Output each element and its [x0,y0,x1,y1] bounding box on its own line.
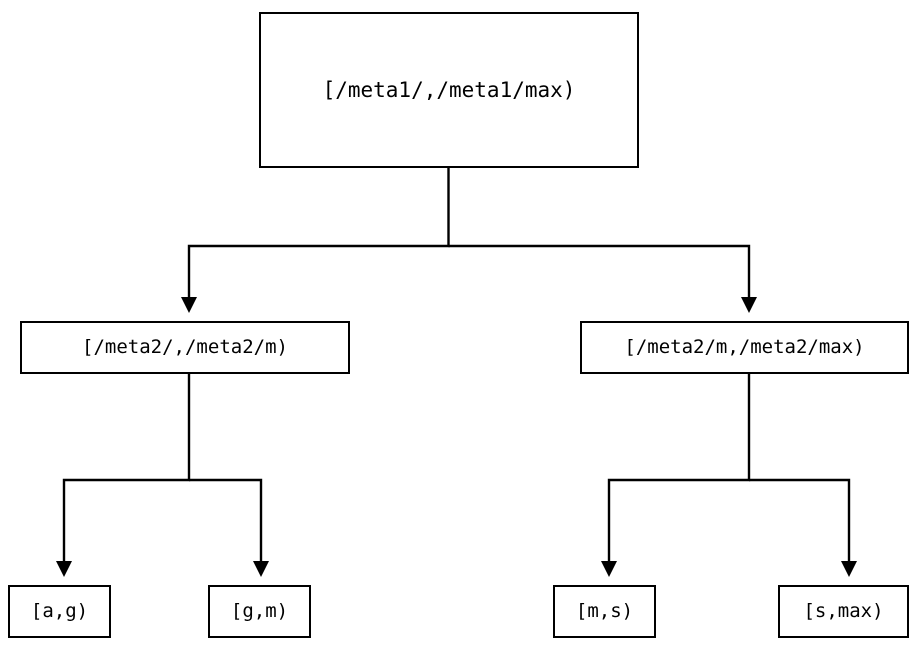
arrow-head-icon [741,297,757,313]
tree-node-leaf-gm-label: [g,m) [230,600,289,622]
arrow-head-icon [181,297,197,313]
tree-node-leaf-ag-label: [a,g) [30,600,89,622]
tree-node-root-label: [/meta1/,/meta1/max) [322,77,576,102]
edge-path [187,168,450,297]
arrow-head-icon [841,561,857,577]
edge-root-to-mid-left [181,168,450,313]
edge-path [749,478,851,561]
edge-path [448,244,751,297]
edge-path [189,478,263,561]
tree-node-leaf-gm[interactable]: [g,m) [208,585,311,638]
edge-mid-right-to-leaf-ms [601,374,751,577]
tree-node-root[interactable]: [/meta1/,/meta1/max) [259,12,639,168]
tree-node-leaf-smax[interactable]: [s,max) [778,585,909,638]
tree-node-mid-left-label: [/meta2/,/meta2/m) [82,336,288,358]
arrow-head-icon [56,561,72,577]
tree-node-mid-right-label: [/meta2/m,/meta2/max) [624,336,865,358]
edge-path [607,374,751,561]
tree-node-mid-left[interactable]: [/meta2/,/meta2/m) [20,321,350,374]
edge-path [62,374,191,561]
arrow-head-icon [253,561,269,577]
tree-node-mid-right[interactable]: [/meta2/m,/meta2/max) [580,321,909,374]
tree-node-leaf-smax-label: [s,max) [803,600,884,622]
tree-node-leaf-ms-label: [m,s) [575,600,634,622]
edge-root-to-mid-right [448,244,757,313]
edge-mid-left-to-leaf-gm [189,478,269,577]
arrow-head-icon [601,561,617,577]
edge-mid-left-to-leaf-ag [56,374,191,577]
tree-node-leaf-ms[interactable]: [m,s) [553,585,656,638]
edge-mid-right-to-leaf-smax [749,478,857,577]
tree-node-leaf-ag[interactable]: [a,g) [8,585,111,638]
